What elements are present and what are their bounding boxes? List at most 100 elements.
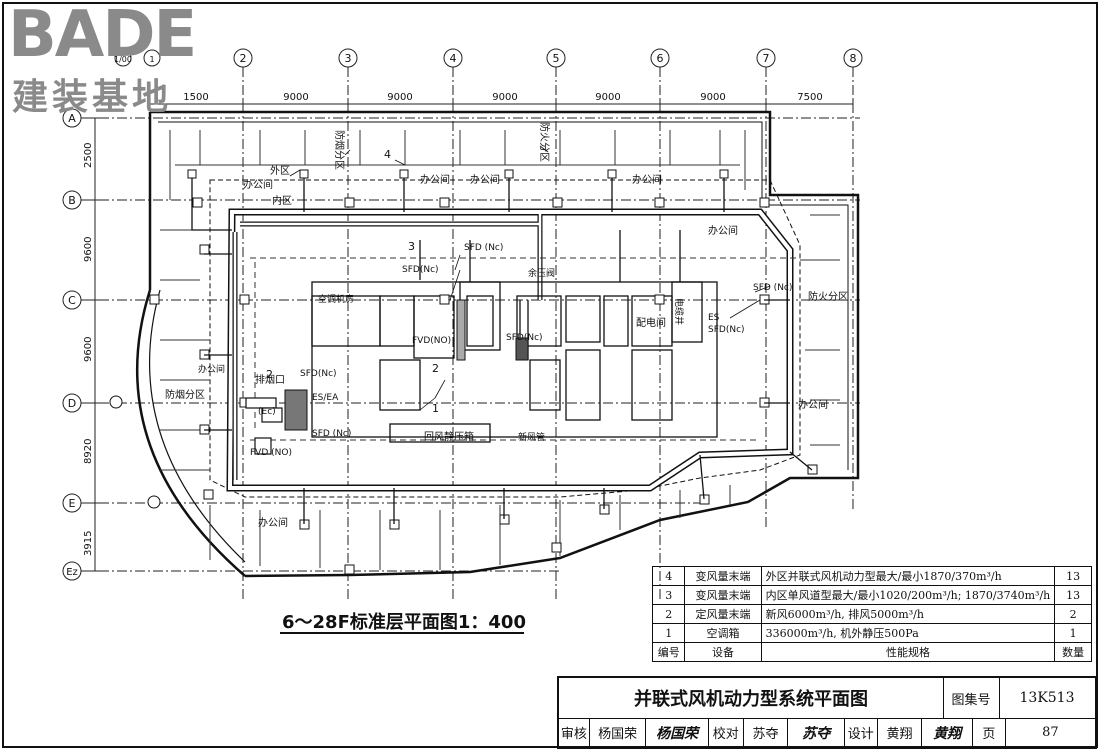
row-qty: 13	[1054, 566, 1092, 586]
label-outer-zone: 外区	[270, 165, 290, 177]
label-inner-zone: 内区	[272, 194, 292, 207]
watermark-brand: BADE	[8, 0, 197, 72]
label-exhaust-port: 排烟口	[255, 373, 285, 386]
designer-name: 黄翔	[878, 718, 923, 747]
row-equipment: 变风量末端	[684, 566, 762, 586]
reviewer-name: 杨国荣	[590, 718, 647, 747]
row-spec: 内区单风道型最大/最小1020/200m³/h; 1870/3740m³/h	[760, 585, 1056, 605]
watermark-logo: BADE 建装基地	[6, 0, 216, 118]
dim-col-0: 1500	[183, 92, 208, 103]
header-equipment: 设备	[684, 642, 762, 662]
svg-text:7: 7	[763, 52, 770, 65]
leader-lines	[289, 145, 771, 411]
table-row: 2 定风量末端 新风6000m³/h, 排风5000m³/h 2	[651, 604, 1092, 624]
drawing-title: 并联式风机动力型系统平面图	[559, 678, 944, 719]
row-qty: 2	[1054, 604, 1092, 624]
grid-col-6: 6	[650, 48, 670, 602]
tag-3: 3	[408, 240, 415, 253]
label-fvd-1: FVD(NO)	[412, 336, 451, 346]
svg-text:Ez: Ez	[66, 567, 78, 578]
svg-text:C: C	[68, 294, 76, 307]
label-fire-zone-3: 防烟分区	[165, 388, 205, 401]
table-row: 1 空调箱 336000m³/h, 机外静压500Pa 1	[651, 623, 1092, 643]
label-fresh-pipe: 新风管	[518, 431, 545, 443]
label-office-4: 办公间	[632, 173, 662, 186]
grid-col-2: 2	[233, 48, 253, 602]
header-qty: 数量	[1054, 642, 1092, 662]
row-qty: 1	[1054, 623, 1092, 643]
branch-ducts	[191, 178, 813, 524]
svg-text:2: 2	[240, 52, 247, 65]
label-sfd-1: SFD (Nc)	[464, 243, 503, 253]
row-no: 1	[651, 623, 686, 643]
label-residual-pressure: 余压阀	[528, 267, 555, 279]
grid-marker-b: 1	[149, 55, 154, 64]
dim-col-6: 7500	[797, 92, 822, 103]
check-label: 校对	[709, 718, 744, 747]
row-no: 4	[651, 566, 686, 586]
label-office-1: 办公间	[243, 178, 273, 191]
row-equipment: 变风量末端	[684, 585, 762, 605]
grid-columns: 2 3 4 5 6 7 8 1/00 1	[114, 48, 863, 602]
label-return-duct: 回风静压箱	[424, 430, 474, 443]
label-office-8: 办公间	[258, 516, 288, 529]
dim-col-5: 9000	[700, 92, 725, 103]
label-sfd-5: SFD(Nc)	[506, 333, 543, 343]
dim-row-4: 3915	[83, 531, 94, 556]
grid-row-c: C	[62, 290, 860, 310]
grid-row-a: A	[62, 108, 860, 128]
dim-row-0: 2500	[83, 143, 94, 168]
plan-text: 办公间 办公间 办公间 办公间 办公间 办公间 办公间 办公间 外区 内区 防火…	[165, 122, 848, 529]
watermark-subtitle: 建装基地	[12, 77, 173, 118]
label-fire-zone-4: 防烟分区	[333, 130, 346, 170]
grid-col-3: 3	[338, 48, 358, 602]
page-label: 页	[973, 718, 1006, 747]
svg-text:3: 3	[345, 52, 352, 65]
header-no: 编号	[651, 642, 686, 662]
row-no: 3	[651, 585, 686, 605]
row-equipment: 定风量末端	[684, 604, 762, 624]
review-label: 审核	[559, 718, 590, 747]
grid-row-ez: Ez	[62, 561, 560, 581]
label-office-6: 办公间	[198, 363, 225, 375]
top-dimensions: 1500 9000 9000 9000 9000 9000 7500	[149, 92, 854, 110]
tag-2b: 2	[432, 362, 439, 375]
grid-col-8: 8	[843, 48, 863, 510]
label-es-ea: ES/EA	[312, 393, 339, 403]
checker-name: 苏夺	[744, 718, 789, 747]
tag-1: 1	[432, 402, 439, 415]
label-sfd-6: SFD(Nc)	[300, 369, 337, 379]
table-header-row: 编号 设备 性能规格 数量	[651, 642, 1092, 662]
label-sfd-7: SFD (Nc)	[312, 429, 351, 439]
dim-row-3: 8920	[83, 439, 94, 464]
label-fvd-2: FVD (NO)	[250, 448, 292, 458]
grid-col-4: 4	[443, 48, 463, 602]
checker-signature: 苏夺	[788, 718, 845, 747]
grid-row-e: E	[62, 493, 700, 513]
label-fire-zone-1: 防火分区	[808, 290, 848, 303]
label-electric-well: 电缆井	[673, 298, 685, 325]
table-row: 4 变风量末端 外区并联式风机动力型最大/最小1870/370m³/h 13	[651, 566, 1092, 586]
equipment-table: 4 变风量末端 外区并联式风机动力型最大/最小1870/370m³/h 13 3…	[651, 566, 1092, 662]
row-spec: 336000m³/h, 机外静压500Pa	[760, 623, 1056, 643]
dim-row-1: 9600	[83, 237, 94, 262]
row-no: 2	[651, 604, 686, 624]
svg-text:5: 5	[553, 52, 560, 65]
label-sfd-3: SFD (Nc)	[753, 283, 792, 293]
table-row: 3 变风量末端 内区单风道型最大/最小1020/200m³/h; 1870/37…	[651, 585, 1092, 605]
tag-2a: 2	[266, 368, 273, 381]
atlas-label: 图集号	[943, 678, 1000, 719]
dim-col-1: 9000	[283, 92, 308, 103]
label-office-7: 办公间	[798, 398, 828, 411]
designer-signature: 黄翔	[922, 718, 973, 747]
label-es-1: ES	[708, 313, 720, 323]
signature-row: 审核 杨国荣 杨国荣 校对 苏夺 苏夺 设计 黄翔 黄翔 页 87	[559, 718, 1095, 747]
label-equipment-room: 空调机房	[318, 293, 354, 305]
label-ec: (Ec)	[258, 407, 276, 417]
row-equipment: 空调箱	[684, 623, 762, 643]
label-power-room: 配电间	[636, 316, 666, 329]
caption-underline	[280, 632, 524, 634]
svg-text:A: A	[68, 112, 76, 125]
exhaust-shaft	[284, 389, 308, 431]
